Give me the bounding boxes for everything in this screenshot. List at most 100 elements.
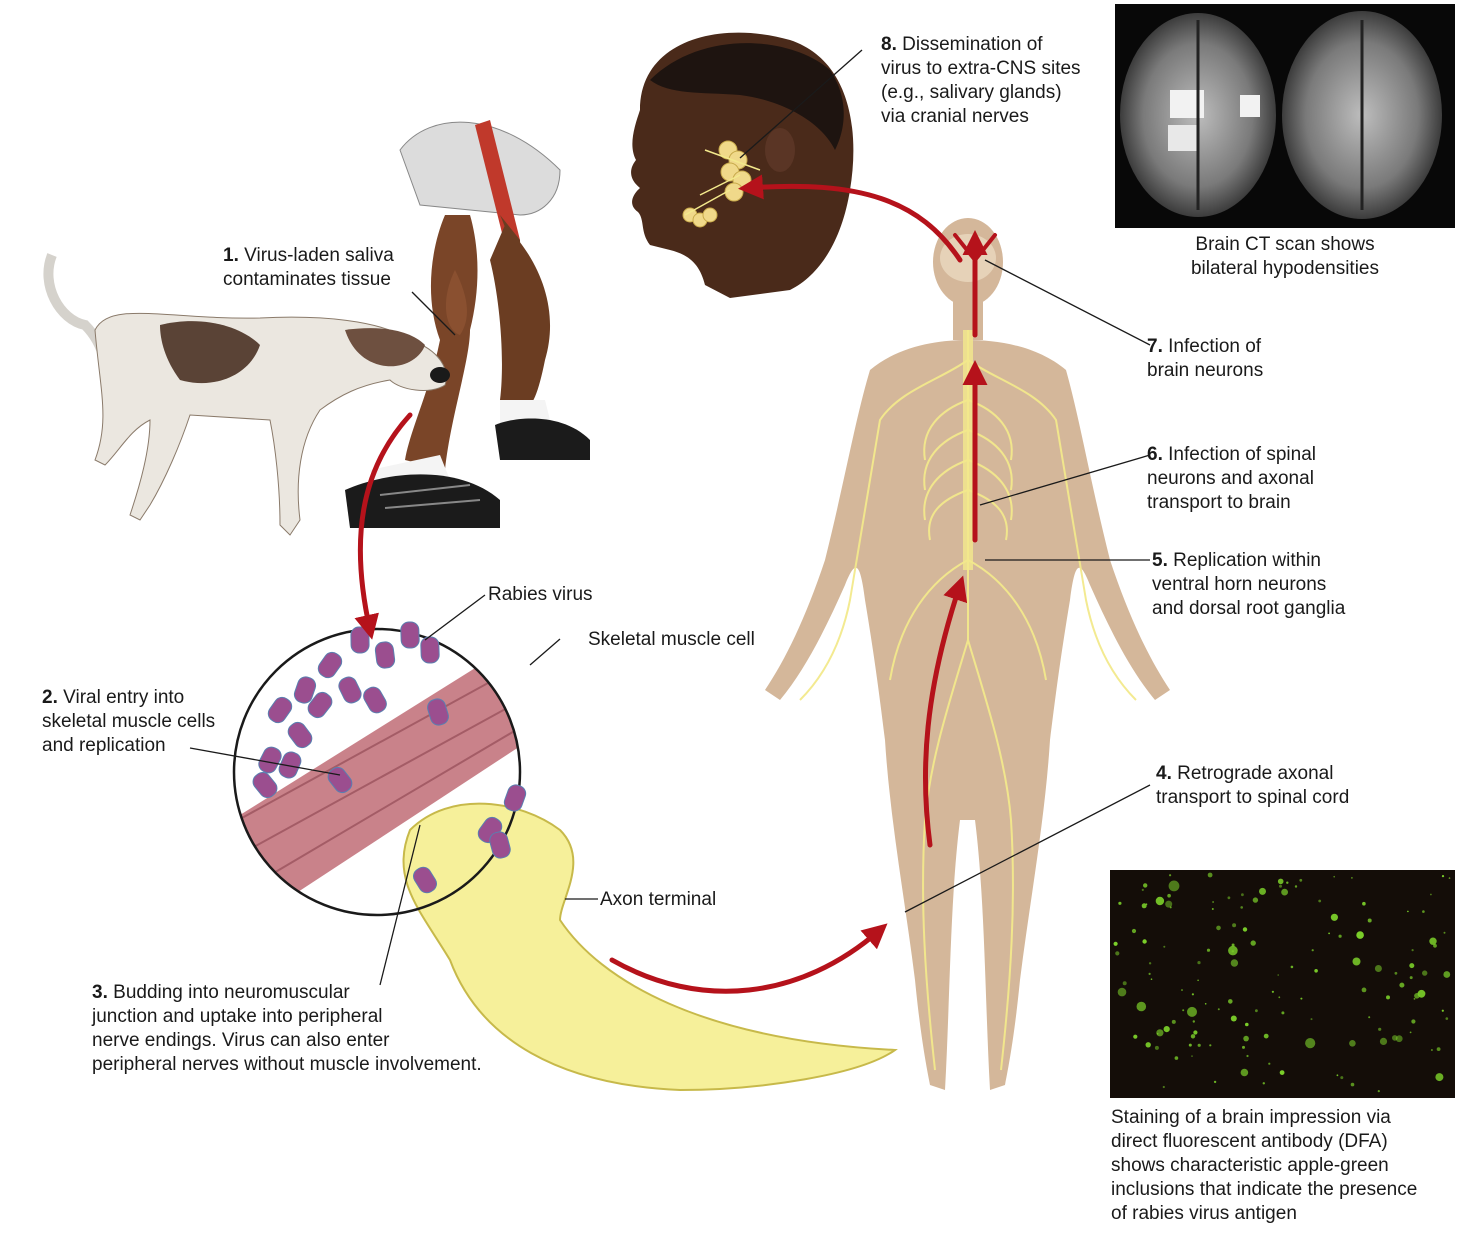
dfa-inclusion-dot [1246,1054,1249,1058]
dfa-inclusion-dot [1163,1026,1170,1033]
rabies-virion [503,784,527,812]
rabies-virion [278,751,302,779]
dfa-inclusion-dot [1281,888,1288,896]
dfa-inclusion-dot [1165,900,1173,908]
dfa-inclusion-dot [1241,893,1244,897]
dfa-inclusion-dot [1430,1049,1433,1051]
rabies-virion [287,721,313,749]
dfa-inclusion-dot [1336,1074,1339,1077]
dfa-inclusion-dot [1394,971,1398,975]
step-7-number: 7. [1147,336,1163,357]
dfa-inclusion-dot [1167,893,1171,898]
dfa-inclusion-dot [1433,943,1437,948]
rabies-virion [363,686,387,714]
dfa-inclusion-dot [1305,1038,1316,1049]
dfa-inclusion-dot [1409,1031,1412,1034]
leg-illustration [345,120,590,528]
dfa-inclusion-dot [1113,941,1118,946]
dfa-inclusion-dot [1374,965,1382,972]
dfa-inclusion-dot [1150,978,1153,980]
dfa-inclusion-dot [1338,934,1342,938]
dfa-inclusion-dot [1122,981,1127,986]
dfa-inclusion-dot [1399,982,1405,988]
dfa-inclusion-dot [1279,1070,1285,1075]
dfa-inclusion-dot [1216,925,1221,931]
dfa-inclusion-dot [1217,1008,1220,1011]
dfa-inclusion-dot [1192,1020,1196,1023]
dfa-inclusion-dot [1422,970,1428,976]
dfa-inclusion-dot [1242,927,1248,932]
dfa-inclusion-dot [1230,959,1239,967]
dfa-inclusion-dot [1311,949,1314,952]
dfa-inclusion-dot [1448,877,1451,879]
dfa-inclusion-dot [1443,931,1446,934]
rabies-virion [413,866,437,894]
dfa-inclusion-dot [1156,1029,1164,1037]
dfa-caption: Staining of a brain impression via direc… [1111,1107,1418,1224]
dfa-inclusion-dot [1232,923,1237,928]
step-8-number: 8. [881,34,897,55]
dfa-inclusion-dot [1136,1001,1147,1012]
dfa-inclusion-dot [1148,962,1152,965]
rabies-virion [267,696,293,724]
dfa-inclusion-dot [1328,932,1330,935]
dfa-stain-image [1110,870,1455,1098]
dfa-inclusion-dot [1435,1073,1444,1082]
step-5-number: 5. [1152,550,1168,571]
ct-scan-image [1115,4,1455,228]
dfa-inclusion-dot [1356,931,1364,939]
dfa-inclusion-dot [1191,993,1194,996]
dfa-inclusion-dot [1318,899,1322,903]
dfa-inclusion-dot [1252,897,1259,903]
step-5-text: Replication within ventral horn neurons … [1152,550,1346,619]
leader-lines [189,49,1151,986]
axon-terminal-label: Axon terminal [600,889,717,910]
step-2-label: 2. Viral entry into skeletal muscle cell… [42,686,215,758]
dfa-inclusion-dot [1145,903,1148,905]
dfa-inclusion-dot [1411,949,1414,952]
dfa-inclusion-dot [1243,1035,1249,1042]
dfa-inclusion-dot [1310,1018,1313,1021]
dfa-inclusion-dot [1422,910,1425,913]
dfa-inclusion-dot [1411,1019,1416,1024]
dfa-inclusion-dot [1211,908,1214,910]
dfa-inclusion-dot [1245,1022,1249,1027]
dfa-inclusion-dot [1377,1090,1380,1093]
dfa-inclusion-dot [1368,1016,1371,1019]
dfa-inclusion-dot [1191,1055,1193,1057]
dfa-inclusion-dot [1367,918,1372,923]
step-1-text: Virus-laden saliva contaminates tissue [223,245,394,290]
step-4-label: 4. Retrograde axonal transport to spinal… [1156,762,1349,810]
dfa-inclusion-dot [1133,1034,1138,1039]
dfa-inclusion-dot [1181,989,1183,991]
dfa-inclusion-dot [1171,1019,1176,1024]
step-5-label: 5. Replication within ventral horn neuro… [1152,549,1345,621]
body-illustration [765,218,1170,1090]
rabies-virion [317,651,343,679]
step-7-label: 7. Infection of brain neurons [1147,335,1263,383]
dfa-inclusion-dot [1294,885,1298,888]
dfa-inclusion-dot [1414,993,1420,999]
dfa-inclusion-dot [1174,1056,1179,1060]
rabies-virion [338,676,362,704]
dfa-inclusion-dot [1209,1044,1212,1047]
dfa-inclusion-dot [1228,999,1233,1004]
dfa-inclusion-dot [1168,880,1180,892]
dfa-inclusion-dot [1154,1045,1159,1050]
dfa-inclusion-dot [1115,951,1120,956]
dfa-inclusion-dot [1259,887,1266,895]
dfa-inclusion-dot [1262,1082,1266,1085]
step-3-number: 3. [92,982,108,1003]
dfa-inclusion-dot [1409,976,1413,980]
rabies-virion [400,621,420,649]
step-8-text: Dissemination of virus to extra-CNS site… [881,34,1081,127]
dfa-inclusion-dot [1117,987,1127,997]
dfa-inclusion-dot [1300,997,1303,1000]
dfa-inclusion-dot [1290,965,1294,969]
dfa-inclusion-dot [1395,1035,1403,1043]
dfa-inclusion-dot [1206,948,1211,952]
dfa-inclusion-dot [1142,939,1147,944]
dfa-inclusion-dot [1445,1017,1449,1020]
